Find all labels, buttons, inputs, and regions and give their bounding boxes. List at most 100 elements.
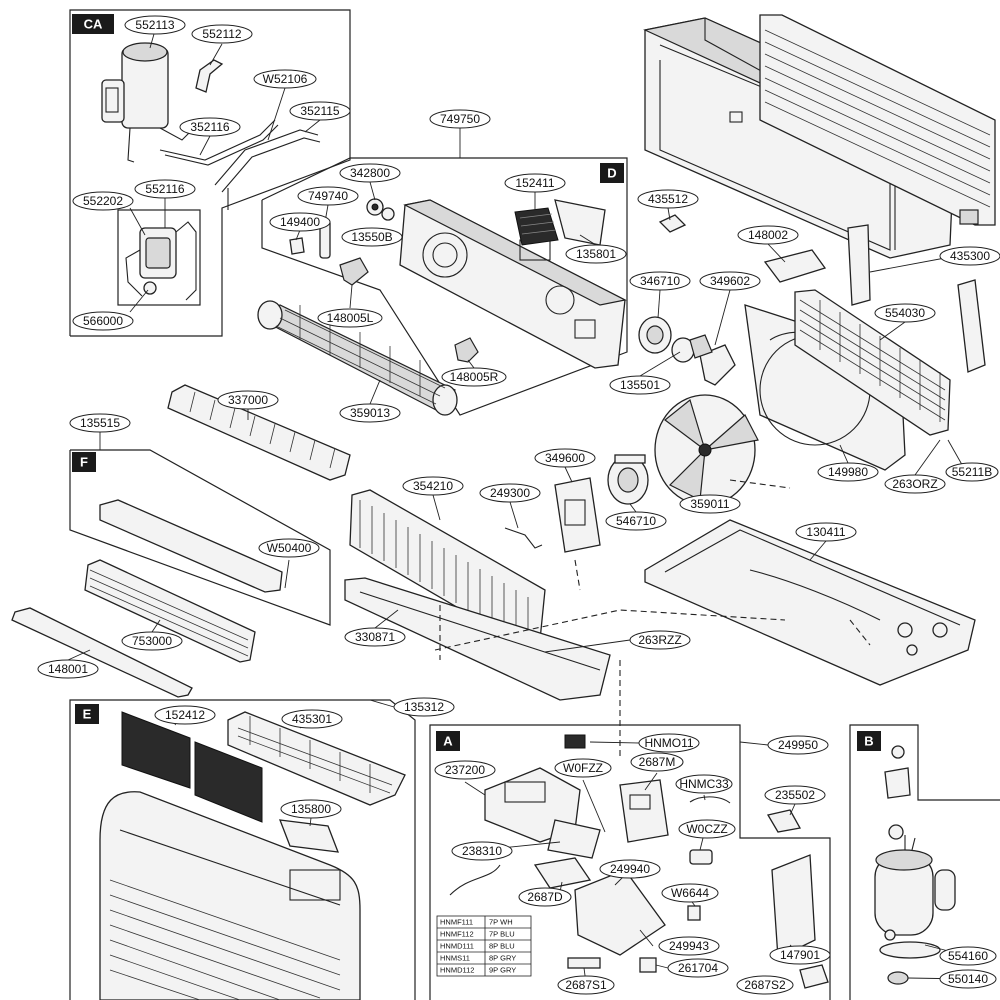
callout-w6644: W6644	[661, 883, 719, 903]
harness-code: HNMS11	[440, 954, 470, 963]
motor-346710	[638, 316, 695, 363]
callout-2687s2: 2687S2	[736, 975, 794, 995]
svg-text:552116: 552116	[145, 182, 184, 196]
section-ca: CA	[69, 9, 351, 337]
svg-text:238310: 238310	[462, 844, 502, 858]
harness-desc: 9P GRY	[489, 966, 516, 975]
rail-148001	[11, 607, 193, 698]
bracket-148002	[763, 249, 827, 283]
harness-code: HNMF112	[440, 930, 474, 939]
callout-135801: 135801	[565, 244, 627, 264]
callout-hnmo11: HNMO11	[638, 733, 700, 753]
svg-text:552113: 552113	[135, 18, 174, 32]
callout-237200: 237200	[434, 760, 496, 780]
callout-349602: 349602	[699, 271, 761, 291]
bracket-147901	[771, 854, 816, 960]
bracket-349600	[554, 477, 601, 553]
section-b: B	[849, 724, 1000, 1000]
compressor	[874, 835, 956, 936]
svg-text:148005R: 148005R	[450, 370, 499, 384]
svg-text:2687S2: 2687S2	[744, 978, 786, 992]
svg-text:135501: 135501	[620, 378, 660, 392]
svg-text:W50400: W50400	[267, 541, 312, 555]
callout-147901: 147901	[769, 945, 831, 965]
svg-text:135515: 135515	[80, 416, 120, 430]
callout-749740: 749740	[297, 186, 359, 206]
svg-text:237200: 237200	[445, 763, 485, 777]
svg-text:349602: 349602	[710, 274, 750, 288]
cap-w0czz	[689, 849, 713, 865]
pipe-552112	[195, 59, 224, 93]
svg-text:435300: 435300	[950, 249, 990, 263]
harness-wire	[449, 864, 501, 896]
pipe-352116	[159, 119, 276, 161]
callout-w52106: W52106	[253, 69, 317, 89]
svg-text:HNMC33: HNMC33	[679, 777, 729, 791]
svg-text:354210: 354210	[413, 479, 453, 493]
svg-text:359013: 359013	[350, 406, 390, 420]
cover-135800	[279, 819, 339, 853]
filter-152412-a	[121, 711, 191, 789]
callout-552116: 552116	[134, 179, 196, 199]
section-f: F	[69, 449, 331, 663]
svg-text:2687S1: 2687S1	[565, 978, 607, 992]
callout-352115: 352115	[289, 101, 351, 121]
callout-148002: 148002	[737, 225, 799, 245]
svg-text:546710: 546710	[616, 514, 656, 528]
svg-text:753000: 753000	[132, 634, 172, 648]
bolt	[888, 824, 904, 840]
callout-2687s1: 2687S1	[557, 975, 615, 995]
svg-text:566000: 566000	[83, 314, 123, 328]
svg-text:2687D: 2687D	[527, 890, 563, 904]
svg-text:554030: 554030	[885, 306, 925, 320]
svg-text:55211B: 55211B	[952, 465, 992, 479]
callout-550140: 550140	[939, 969, 997, 989]
section-a-label: A	[443, 734, 453, 749]
svg-text:135312: 135312	[404, 700, 444, 714]
board-2687d	[533, 857, 592, 889]
svg-text:749740: 749740	[308, 189, 348, 203]
callout-249300: 249300	[479, 483, 541, 503]
callout-hnmc33: HNMC33	[675, 774, 733, 794]
label-238310	[547, 819, 601, 859]
harness-desc: 8P BLU	[489, 942, 515, 951]
section-e-label: E	[83, 707, 92, 722]
svg-text:749750: 749750	[440, 112, 480, 126]
callout-435301: 435301	[281, 709, 343, 729]
wire-249300	[504, 527, 543, 549]
callout-w0fzz: W0FZZ	[554, 758, 612, 778]
section-b-tag: B	[857, 731, 881, 751]
callout-359011: 359011	[679, 494, 741, 514]
callout-554160: 554160	[939, 946, 997, 966]
mount-349602	[689, 334, 736, 386]
svg-text:135800: 135800	[291, 802, 331, 816]
callout-261704: 261704	[667, 958, 729, 978]
section-b-label: B	[864, 734, 873, 749]
callout-263rzz: 263RZZ	[629, 630, 691, 650]
callout-554030: 554030	[874, 303, 936, 323]
svg-text:550140: 550140	[948, 972, 988, 986]
svg-text:552112: 552112	[202, 27, 241, 41]
svg-text:135801: 135801	[576, 247, 616, 261]
section-ca-tag: CA	[72, 14, 114, 34]
section-f-tag: F	[72, 452, 96, 472]
svg-text:147901: 147901	[780, 948, 820, 962]
compressor-base	[879, 941, 941, 959]
pipe-w52106-a	[214, 129, 319, 186]
callout-349600: 349600	[534, 448, 596, 468]
clip-435512	[658, 214, 687, 233]
svg-text:148001: 148001	[48, 662, 88, 676]
side-panel	[847, 224, 871, 306]
svg-text:359011: 359011	[690, 497, 729, 511]
section-d: D	[261, 157, 628, 416]
svg-text:435512: 435512	[648, 192, 688, 206]
callout-566000: 566000	[72, 311, 134, 331]
svg-text:W0CZZ: W0CZZ	[686, 822, 727, 836]
callout-149980: 149980	[817, 462, 879, 482]
callout-149400: 149400	[269, 212, 331, 232]
section-e: E	[69, 699, 416, 1000]
callout-435300: 435300	[939, 246, 1000, 266]
leader-lines	[67, 33, 969, 984]
callout-13550b: 13550B	[341, 227, 403, 247]
svg-text:435301: 435301	[292, 712, 332, 726]
